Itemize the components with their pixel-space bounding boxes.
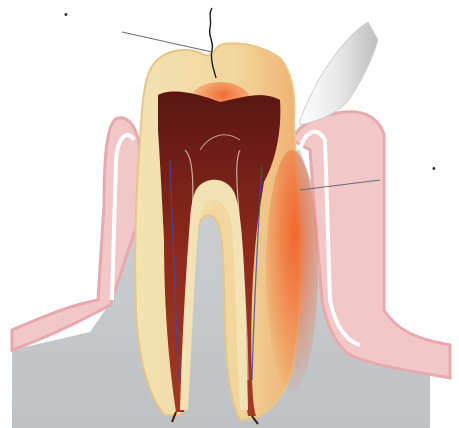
label-top-left: • <box>64 10 68 21</box>
label-right: • <box>432 164 436 175</box>
inflammation-right <box>266 150 318 390</box>
